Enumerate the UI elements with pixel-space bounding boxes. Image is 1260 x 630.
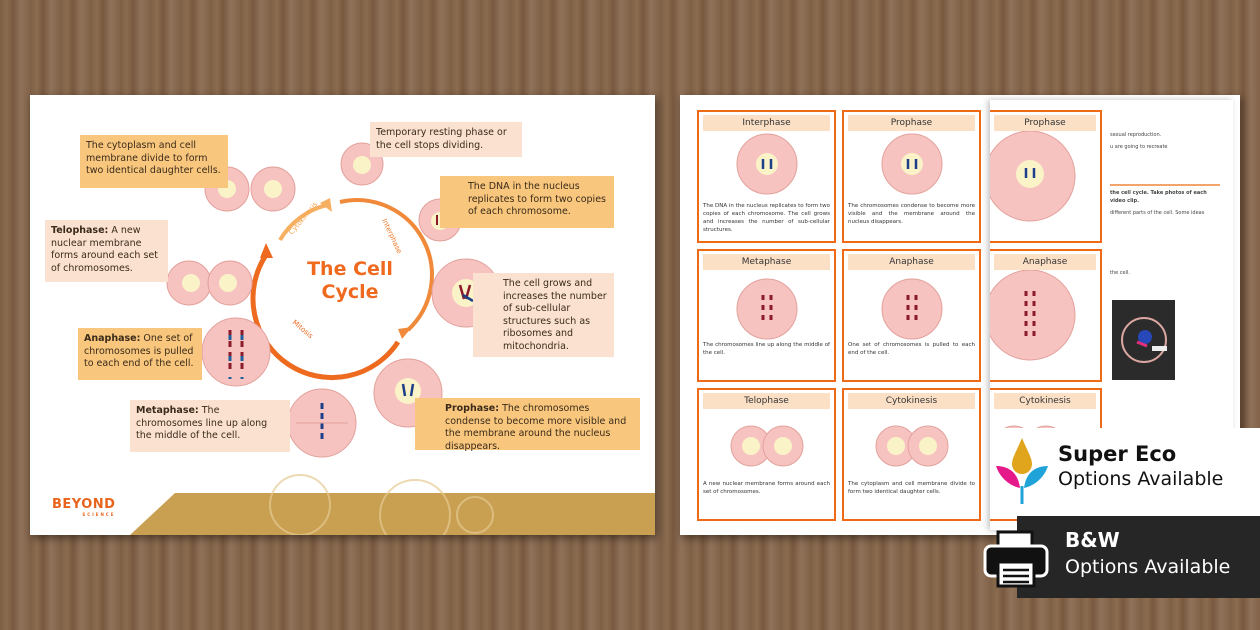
cell-illustration <box>730 425 804 467</box>
cell-illustration <box>875 425 949 467</box>
card-title: Metaphase <box>703 254 830 270</box>
metaphase-label: Metaphase: <box>136 405 199 416</box>
leaf-drop-icon <box>996 438 1048 504</box>
box-telophase: Telophase: A new nuclear membrane forms … <box>45 220 168 282</box>
cell-anaphase <box>201 317 271 387</box>
phase-card: Telophase A new nuclear membrane forms a… <box>697 388 836 521</box>
cycle-arc-cytokinesis <box>278 203 328 242</box>
box-resting: Temporary resting phase or the cell stop… <box>370 122 522 157</box>
card-title: Prophase <box>994 115 1096 131</box>
phase-card: Anaphase <box>990 249 1102 382</box>
eco-line2: Options Available <box>1058 468 1224 490</box>
arc-label-interphase: Interphase <box>380 217 403 254</box>
telophase-text: A new nuclear membrane forms around each… <box>51 225 158 274</box>
cell-illustration <box>990 269 1076 361</box>
cell-illustration <box>990 130 1076 222</box>
card-text: One set of chromosomes is pulled to each… <box>848 342 975 356</box>
cell-metaphase <box>287 388 357 458</box>
cell-model-photo <box>1112 300 1175 380</box>
box-metaphase: Metaphase: The chromosomes line up along… <box>130 400 290 452</box>
box-growth: The cell grows and increases the number … <box>473 273 614 357</box>
cell-illustration <box>736 133 798 195</box>
card-text: The chromosomes condense to become more … <box>848 203 975 225</box>
printer-icon <box>983 530 1049 588</box>
worksheet-text: u are going to recreate <box>1110 144 1168 150</box>
card-text: The chromosomes line up along the middle… <box>703 342 830 356</box>
cell-cycle-slide: Cytokinesis Interphase Mitosis The Cell … <box>30 95 655 535</box>
cell-telophase <box>166 260 253 306</box>
phase-card: Metaphase The chromosomes line up along … <box>697 249 836 382</box>
eco-line1: Super Eco <box>1058 442 1177 466</box>
super-eco-badge: Super Eco Options Available <box>990 428 1260 516</box>
phase-card: Prophase The chromosomes condense to bec… <box>842 110 981 243</box>
box-dna: The DNA in the nucleus replicates to for… <box>440 176 614 228</box>
card-text: The cytoplasm and cell membrane divide t… <box>848 481 975 495</box>
worksheet-text: the cell cycle. Take photos of each <box>1110 190 1207 196</box>
cell-illustration <box>881 278 943 340</box>
worksheet-text: video clip. <box>1110 198 1139 204</box>
card-title: Cytokinesis <box>848 393 975 409</box>
phase-card: Anaphase One set of chromosomes is pulle… <box>842 249 981 382</box>
card-title: Prophase <box>848 115 975 131</box>
card-title: Anaphase <box>848 254 975 270</box>
phase-card: Prophase <box>990 110 1102 243</box>
bw-badge: B&W Options Available <box>1017 516 1260 598</box>
arc-label-mitosis: Mitosis <box>291 318 315 340</box>
card-title: Cytokinesis <box>994 393 1096 409</box>
card-title: Telophase <box>703 393 830 409</box>
card-title: Anaphase <box>994 254 1096 270</box>
prophase-label: Prophase: <box>445 403 500 414</box>
worksheet-text: different parts of the cell. Some ideas <box>1110 210 1205 216</box>
cell-illustration <box>881 133 943 195</box>
phase-card: Cytokinesis The cytoplasm and cell membr… <box>842 388 981 521</box>
metaphase-text: The chromosomes line up along the middle… <box>136 405 268 441</box>
telophase-label: Telophase: <box>51 225 109 236</box>
prophase-text: The chromosomes condense to become more … <box>445 403 627 452</box>
card-title: Interphase <box>703 115 830 131</box>
box-prophase: Prophase: The chromosomes condense to be… <box>415 398 640 452</box>
cycle-arc-interphase <box>339 198 434 332</box>
slide-footer-band <box>130 493 655 535</box>
card-text: A new nuclear membrane forms around each… <box>703 481 830 495</box>
cell-illustration <box>736 278 798 340</box>
card-text: The DNA in the nucleus replicates to for… <box>703 203 830 233</box>
box-anaphase: Anaphase: One set of chromosomes is pull… <box>78 328 202 380</box>
box-cytokinesis: The cytoplasm and cell membrane divide t… <box>80 135 228 188</box>
bw-line1: B&W <box>1065 528 1120 552</box>
worksheet-text: sexual reproduction. <box>1110 132 1162 138</box>
phase-card: Interphase The DNA in the nucleus replic… <box>697 110 836 243</box>
worksheet-text: the cell. <box>1110 270 1130 276</box>
anaphase-text: One set of chromosomes is pulled to each… <box>84 333 194 369</box>
anaphase-label: Anaphase: <box>84 333 141 344</box>
bw-line2: Options Available <box>1065 556 1231 578</box>
arc-label-cytokinesis: Cytokinesis <box>287 200 319 236</box>
slide-title: The Cell Cycle <box>307 258 393 303</box>
cycle-arc-mitosis <box>250 253 401 381</box>
